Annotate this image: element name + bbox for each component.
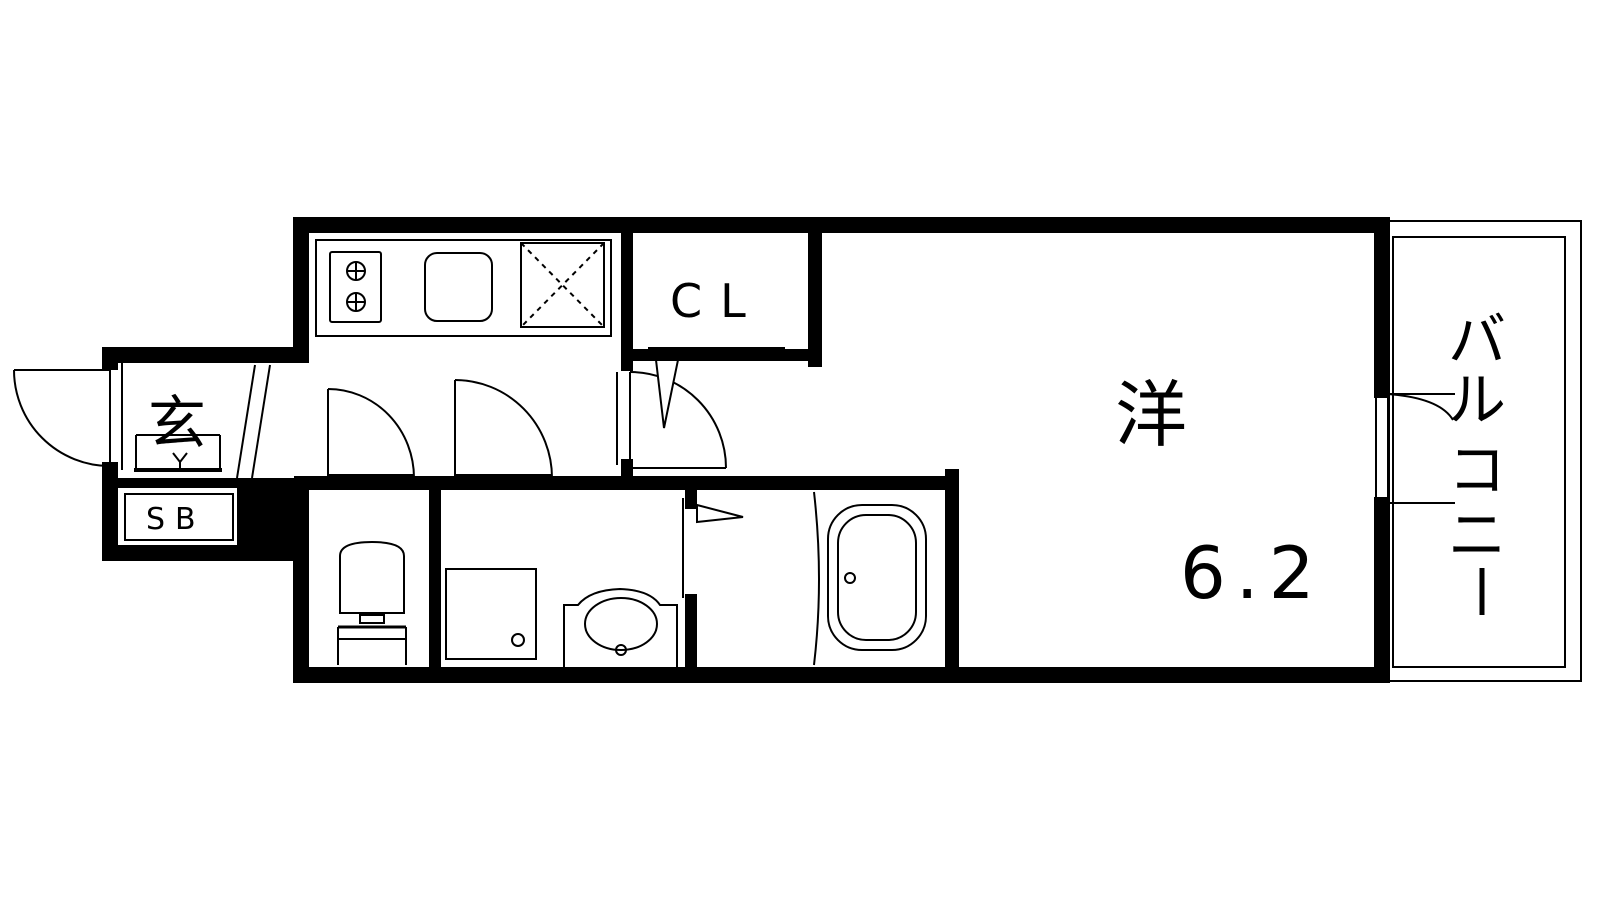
sink-icon	[424, 252, 493, 322]
room-label-western: 洋	[1115, 373, 1187, 457]
entrance-door	[13, 362, 123, 470]
closet-label: CL	[670, 274, 764, 328]
entrance-mark-icon	[172, 452, 188, 470]
balcony-label: バ ル コ ニ	[1448, 306, 1506, 615]
washer-pan-icon	[445, 568, 537, 660]
toilet-door-swing-icon	[327, 388, 415, 479]
room-door-swing-icon	[629, 371, 727, 469]
balcony	[1375, 220, 1582, 682]
bath-door-stop	[696, 503, 744, 524]
door-swing-icon	[13, 369, 111, 467]
entrance-label: 玄	[148, 389, 206, 457]
stove-icon	[329, 251, 382, 323]
balcony-char-3: コ	[1448, 436, 1506, 504]
balcony-char-1: バ	[1448, 306, 1506, 374]
kitchen-counter	[315, 239, 612, 337]
walls	[102, 217, 1390, 683]
entrance-partition	[236, 364, 271, 479]
shoe-box-label: SB	[146, 502, 206, 537]
shoe-box	[124, 493, 234, 541]
thin-frames	[134, 239, 785, 472]
wash-door-swing-icon	[454, 379, 553, 479]
fridge-space-icon	[520, 242, 605, 328]
balcony-door-arc	[1387, 393, 1454, 421]
balcony-inner	[1392, 236, 1566, 668]
partition-line-1	[236, 364, 256, 479]
bathtub-icon	[813, 491, 927, 666]
wall-block	[237, 483, 301, 553]
room-area: 6.2	[1180, 531, 1325, 615]
room-door-stop	[654, 359, 680, 429]
partition-line-2	[251, 364, 271, 479]
balcony-char-4: ニ	[1448, 501, 1506, 569]
balcony-char-2: ル	[1448, 366, 1506, 434]
toilet-icon	[337, 540, 407, 665]
washbasin-icon	[563, 587, 678, 669]
interior-doors	[327, 359, 744, 598]
